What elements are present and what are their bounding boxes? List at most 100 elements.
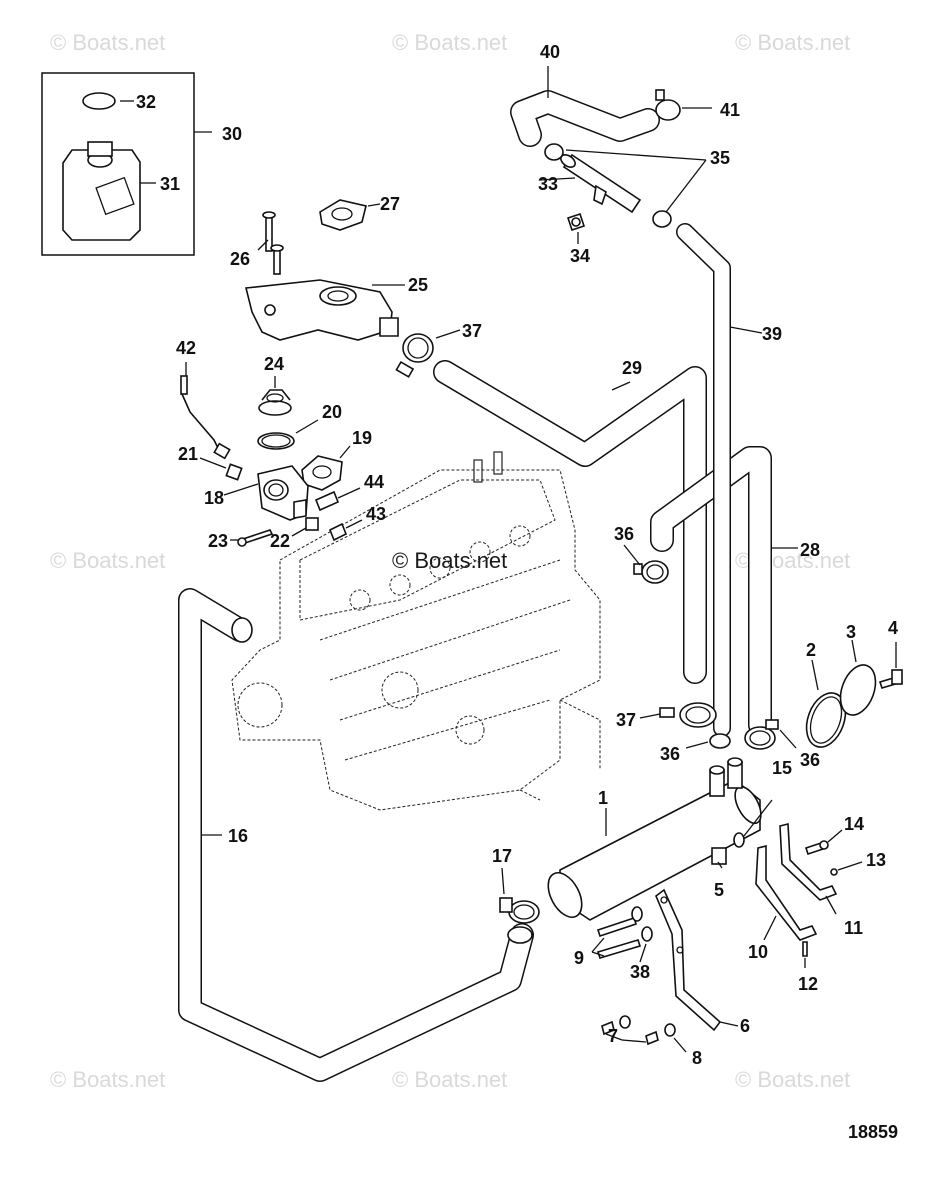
callout-22: 22 bbox=[270, 531, 290, 551]
callout-29: 29 bbox=[622, 358, 642, 378]
watermark-bottom-right: © Boats.net bbox=[735, 1067, 850, 1092]
seal-20 bbox=[257, 419, 319, 450]
callout-27: 27 bbox=[380, 194, 400, 214]
strap-10 bbox=[755, 844, 818, 941]
callout-20: 20 bbox=[322, 402, 342, 422]
callouts: 40 41 35 33 34 39 32 30 31 27 26 25 37 4… bbox=[136, 42, 898, 1068]
clamp-36-upper bbox=[623, 544, 669, 584]
hose-28 bbox=[650, 446, 798, 737]
watermark-top-left: © Boats.net bbox=[50, 30, 165, 55]
reservoir-cap-32 bbox=[82, 92, 116, 110]
heat-exchanger-1 bbox=[547, 757, 762, 921]
reservoir-kit-box bbox=[41, 72, 212, 256]
watermark-bottom-left: © Boats.net bbox=[50, 1067, 165, 1092]
plug-22 bbox=[291, 517, 319, 537]
watermark-mid-left: © Boats.net bbox=[50, 548, 165, 573]
callout-21: 21 bbox=[178, 444, 198, 464]
callout-36-a: 36 bbox=[614, 524, 634, 544]
callout-41: 41 bbox=[720, 100, 740, 120]
callout-26: 26 bbox=[230, 249, 250, 269]
thermostat-housing bbox=[245, 279, 405, 341]
callout-28: 28 bbox=[800, 540, 820, 560]
hose-16 bbox=[178, 588, 534, 1082]
callout-32: 32 bbox=[136, 92, 156, 112]
seal-2 bbox=[805, 659, 847, 748]
callout-17: 17 bbox=[492, 846, 512, 866]
strap-11 bbox=[779, 822, 838, 915]
bolt-23 bbox=[230, 529, 274, 547]
callout-37: 37 bbox=[462, 321, 482, 341]
callout-39: 39 bbox=[762, 324, 782, 344]
bracket-6 bbox=[655, 888, 739, 1032]
bolts-9 bbox=[591, 906, 653, 963]
clamp-37-upper bbox=[395, 329, 461, 378]
callout-11: 11 bbox=[844, 918, 863, 938]
callout-9: 9 bbox=[574, 948, 584, 968]
callout-1: 1 bbox=[598, 788, 608, 808]
bolt-34 bbox=[566, 212, 586, 244]
screw-14 bbox=[804, 829, 843, 856]
figure-number: 18859 bbox=[848, 1122, 898, 1142]
sensor-43 bbox=[328, 519, 363, 542]
callout-3: 3 bbox=[846, 622, 856, 642]
callout-19: 19 bbox=[352, 428, 372, 448]
gasket-27 bbox=[319, 199, 381, 231]
callout-6: 6 bbox=[740, 1016, 750, 1036]
callout-23: 23 bbox=[208, 531, 228, 551]
callout-8: 8 bbox=[692, 1048, 702, 1068]
clamp-36-lower-left bbox=[685, 733, 731, 749]
bolts-7 bbox=[601, 1015, 687, 1053]
tube-33 bbox=[539, 143, 707, 228]
watermark-bottom-center: © Boats.net bbox=[392, 1067, 507, 1092]
washer-15 bbox=[733, 799, 773, 848]
callout-44: 44 bbox=[364, 472, 384, 492]
hose-39 bbox=[676, 223, 763, 737]
clamp-17 bbox=[499, 867, 540, 924]
screw-12 bbox=[802, 941, 808, 968]
callout-25: 25 bbox=[408, 275, 428, 295]
fitting-21 bbox=[199, 457, 243, 481]
callout-7: 7 bbox=[608, 1026, 618, 1046]
callout-31: 31 bbox=[160, 174, 180, 194]
callout-4: 4 bbox=[888, 618, 898, 638]
gasket-19 bbox=[301, 445, 351, 491]
callout-13: 13 bbox=[866, 850, 886, 870]
callout-18: 18 bbox=[204, 488, 224, 508]
callout-35: 35 bbox=[710, 148, 730, 168]
plug-5 bbox=[711, 847, 727, 869]
screw-13 bbox=[830, 861, 863, 876]
callout-16: 16 bbox=[228, 826, 248, 846]
callout-34: 34 bbox=[570, 246, 590, 266]
callout-40: 40 bbox=[540, 42, 560, 62]
callout-15: 15 bbox=[772, 758, 792, 778]
hose-29 bbox=[433, 360, 707, 684]
callout-24: 24 bbox=[264, 354, 284, 374]
cover-3 bbox=[839, 639, 877, 716]
callout-5: 5 bbox=[714, 880, 724, 900]
clamp-37-lower bbox=[639, 702, 717, 728]
clamp-41 bbox=[655, 89, 712, 121]
callout-43: 43 bbox=[366, 504, 386, 524]
callout-2: 2 bbox=[806, 640, 816, 660]
callout-12: 12 bbox=[798, 974, 818, 994]
sender-44 bbox=[314, 487, 361, 512]
watermark-top-right: © Boats.net bbox=[735, 30, 850, 55]
callout-42: 42 bbox=[176, 338, 196, 358]
sensor-42 bbox=[180, 362, 231, 460]
hose-40 bbox=[510, 66, 660, 147]
callout-14: 14 bbox=[844, 814, 864, 834]
bolts-26 bbox=[257, 211, 284, 275]
thermostat-24 bbox=[258, 376, 292, 416]
callout-37-b: 37 bbox=[616, 710, 636, 730]
callout-10: 10 bbox=[748, 942, 768, 962]
callout-30: 30 bbox=[222, 124, 242, 144]
callout-38: 38 bbox=[630, 962, 650, 982]
callout-36-b: 36 bbox=[660, 744, 680, 764]
watermark-top-center: © Boats.net bbox=[392, 30, 507, 55]
callout-36-c: 36 bbox=[800, 750, 820, 770]
clamp-36-lower-right bbox=[744, 719, 797, 750]
engine-block bbox=[231, 451, 601, 811]
callout-33: 33 bbox=[538, 174, 558, 194]
housing-18 bbox=[223, 465, 309, 521]
